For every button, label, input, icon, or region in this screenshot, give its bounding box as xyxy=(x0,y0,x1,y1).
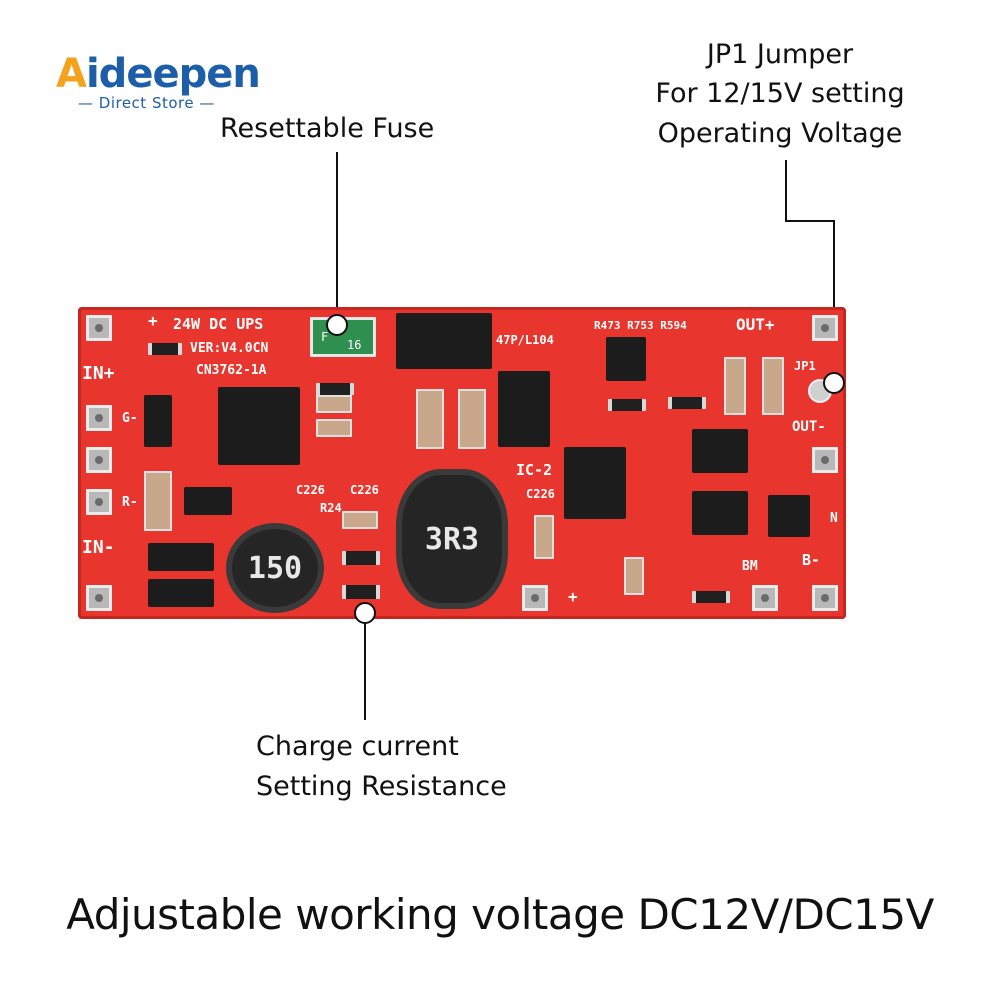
schottky-2 xyxy=(148,579,214,607)
silk-c47p: 47P/L104 xyxy=(496,333,554,347)
jumper-callout-dot xyxy=(823,372,845,394)
capacitor-small-1 xyxy=(316,395,352,413)
inductor-3r3: 3R3 xyxy=(396,469,508,609)
silk-board-title: 24W DC UPS xyxy=(173,315,264,333)
pad-plus-bottom xyxy=(522,585,548,611)
mosfet-q-right-top xyxy=(692,429,748,473)
silk-jp1: JP1 xyxy=(794,359,816,373)
transistor-top-mid xyxy=(606,337,646,381)
silk-b-minus: B- xyxy=(802,551,821,569)
capacitor-2 xyxy=(458,389,486,449)
silk-c226-right: C226 xyxy=(350,483,379,497)
charge-callout-line1: Charge current xyxy=(256,731,459,762)
jumper-callout-line1: JP1 Jumper xyxy=(706,39,854,70)
capacitor-r24 xyxy=(342,511,378,529)
charge-callout-dot xyxy=(354,602,376,624)
jumper-callout-line2: For 12/15V setting xyxy=(655,78,905,109)
silk-bm: BM xyxy=(742,559,758,574)
pad-plus xyxy=(86,447,112,473)
jumper-leader-line-vertical-2 xyxy=(833,220,835,372)
pad-r-minus xyxy=(86,489,112,515)
fuse-callout-dot xyxy=(326,314,348,336)
jumper-callout-line3: Operating Voltage xyxy=(657,118,903,149)
charger-ic xyxy=(218,387,300,465)
schottky-1 xyxy=(148,543,214,571)
silk-resistor-list: R473 R753 R594 xyxy=(594,319,687,332)
ic2-chip xyxy=(564,447,626,519)
inductor-150: 150 xyxy=(226,523,324,613)
resistor-charge-current xyxy=(342,585,380,599)
pad-b-minus xyxy=(812,585,838,611)
brand-wordmark: Aideepen xyxy=(56,51,261,97)
pad-bm xyxy=(752,585,778,611)
pad-g-minus xyxy=(86,405,112,431)
silk-ic2: IC-2 xyxy=(516,461,553,479)
mosfet-large xyxy=(498,371,550,447)
resistor-dlb1-bottom xyxy=(692,591,730,603)
silk-out-minus: OUT- xyxy=(792,419,826,435)
silk-in-minus: IN- xyxy=(82,537,115,558)
brand-first-letter: A xyxy=(56,51,87,97)
capacitor-out-2 xyxy=(762,357,784,415)
resistor-2673 xyxy=(668,397,706,409)
power-diode-top xyxy=(396,313,492,369)
headline-caption: Adjustable working voltage DC12V/DC15V xyxy=(66,890,934,939)
resistor-dlb1 xyxy=(316,383,354,395)
silk-plus-top: + xyxy=(148,311,158,330)
capacitor-1 xyxy=(416,389,444,449)
fuse-leader-line xyxy=(336,152,338,328)
mosfet-q-right-edge xyxy=(768,495,810,537)
silk-c226-left: C226 xyxy=(296,483,325,497)
fuse-value: 16 xyxy=(347,338,362,352)
fuse-mark: F xyxy=(321,330,329,344)
capacitor-bottom xyxy=(624,557,644,595)
charge-leader-line xyxy=(364,620,366,720)
resistor-r240-1 xyxy=(342,551,380,565)
brand-logo: Aideepen — Direct Store — xyxy=(56,52,286,122)
pad-top-left xyxy=(86,315,112,341)
capacitor-ic2 xyxy=(534,515,554,559)
silk-version: VER:V4.0CN xyxy=(190,341,269,356)
resistor-205 xyxy=(608,399,646,411)
silk-plus-bottom: + xyxy=(568,587,578,606)
capacitor-input xyxy=(144,471,172,531)
brand-rest: ideepen xyxy=(85,51,261,97)
capacitor-out-1 xyxy=(724,357,746,415)
silk-c226-ic2: C226 xyxy=(526,487,555,501)
silk-r-minus: R- xyxy=(122,495,138,510)
ups-pcb-board: IN+ IN- G- R- 24W DC UPS VER:V4.0CN CN37… xyxy=(78,307,846,619)
silk-ic-label: CN3762-1A xyxy=(196,363,267,378)
silk-n: N xyxy=(830,511,838,526)
jumper-leader-line-vertical-1 xyxy=(785,160,787,222)
jumper-leader-line-horizontal xyxy=(785,220,835,222)
capacitor-small-2 xyxy=(316,419,352,437)
input-diode xyxy=(144,395,172,447)
brand-subtitle: — Direct Store — xyxy=(78,94,215,112)
charge-callout-line2: Setting Resistance xyxy=(256,771,507,802)
pad-bottom-left xyxy=(86,585,112,611)
pad-out-plus xyxy=(812,315,838,341)
silk-in-plus: IN+ xyxy=(82,363,115,384)
silk-g-minus: G- xyxy=(122,411,138,426)
fuse-callout-label: Resettable Fuse xyxy=(220,113,435,144)
silk-r24: R24 xyxy=(320,501,342,515)
mosfet-q-right-mid xyxy=(692,491,748,535)
resistor-1002 xyxy=(148,343,182,355)
silk-out-plus: OUT+ xyxy=(736,315,775,334)
pad-out-minus xyxy=(812,447,838,473)
transistor-left xyxy=(184,487,232,515)
